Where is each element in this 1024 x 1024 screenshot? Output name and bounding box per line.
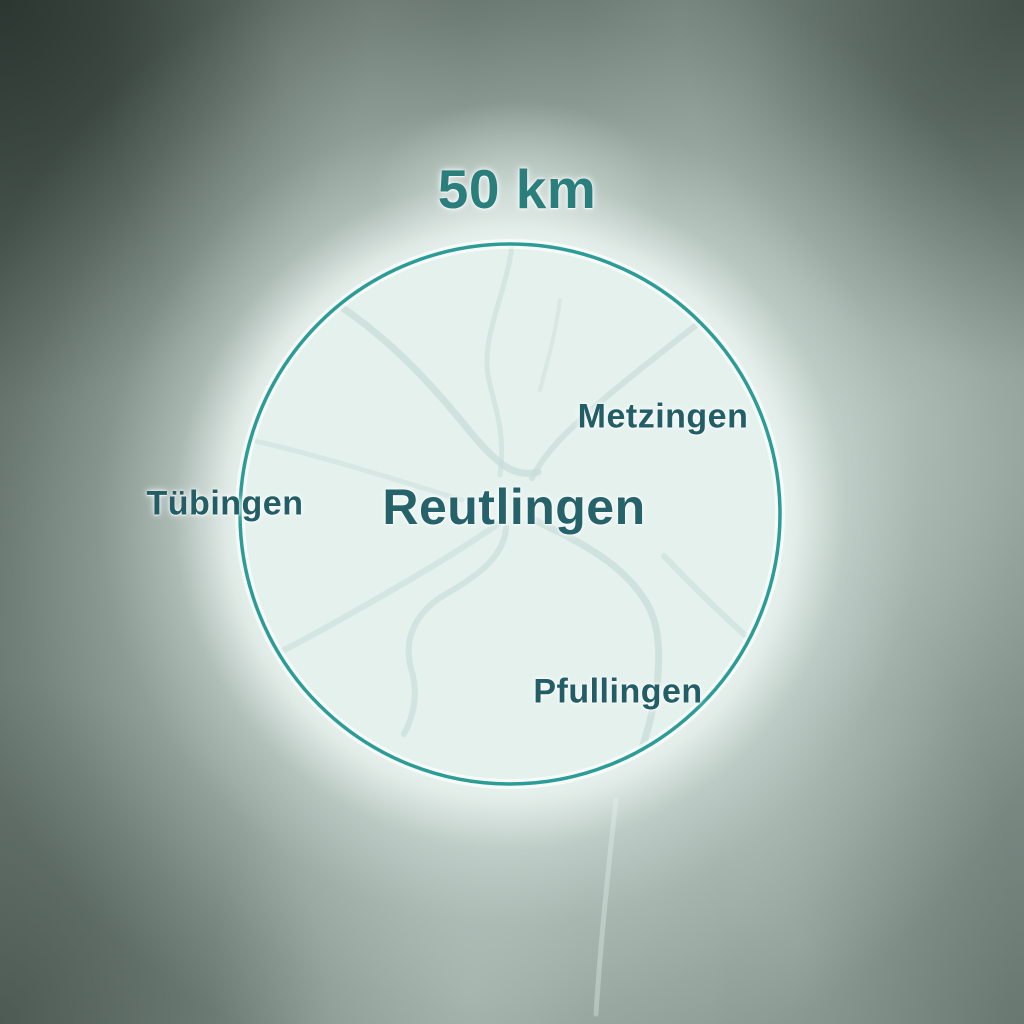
map-disc [240,244,780,784]
city-label-reutlingen: Reutlingen [382,479,646,535]
city-label-pfullingen: Pfullingen [533,672,703,711]
road-south-continuation [593,797,619,1017]
city-label-metzingen: Metzingen [577,397,749,436]
radius-ring [238,242,782,786]
roads [240,244,769,784]
city-label-tuebingen: Tübingen [146,484,304,523]
distance-label: 50 km [437,158,597,220]
